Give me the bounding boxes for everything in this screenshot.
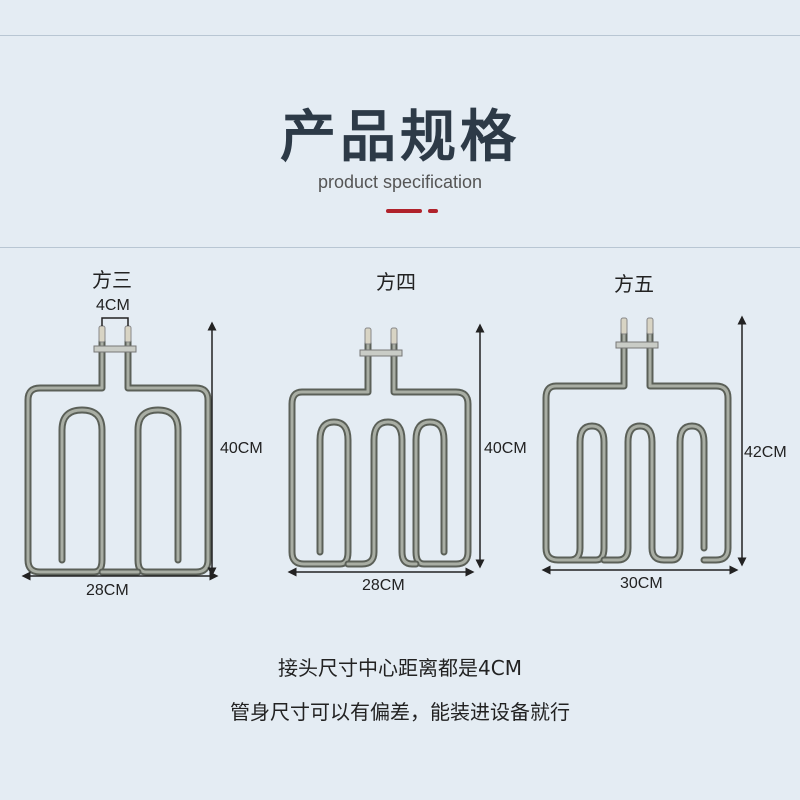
title-accent-bar (386, 209, 422, 213)
section-divider (0, 247, 800, 248)
note-line-2: 管身尺寸可以有偏差，能装进设备就行 (230, 700, 570, 724)
page-subtitle: product specification (317, 172, 483, 192)
page-title: 产品规格 (280, 105, 520, 170)
top-divider (0, 35, 800, 36)
model-label-2: 方四 (376, 270, 416, 294)
width-dimension-2: 28CM (362, 577, 405, 594)
height-dimension-1: 40CM (220, 440, 263, 457)
model-label-1: 方三 (92, 268, 132, 292)
heating-element-4 (287, 323, 485, 577)
heating-element-5 (541, 315, 747, 575)
width-dimension-1: 28CM (86, 582, 129, 599)
connector-dimension-1: 4CM (96, 297, 130, 314)
height-dimension-3: 42CM (744, 444, 787, 461)
model-label-3: 方五 (614, 272, 654, 296)
note-line-1: 接头尺寸中心距离都是4CM (278, 656, 522, 680)
title-accent-dot (428, 209, 438, 213)
width-dimension-3: 30CM (620, 575, 663, 592)
heating-element-3 (21, 317, 219, 581)
height-dimension-2: 40CM (484, 440, 527, 457)
